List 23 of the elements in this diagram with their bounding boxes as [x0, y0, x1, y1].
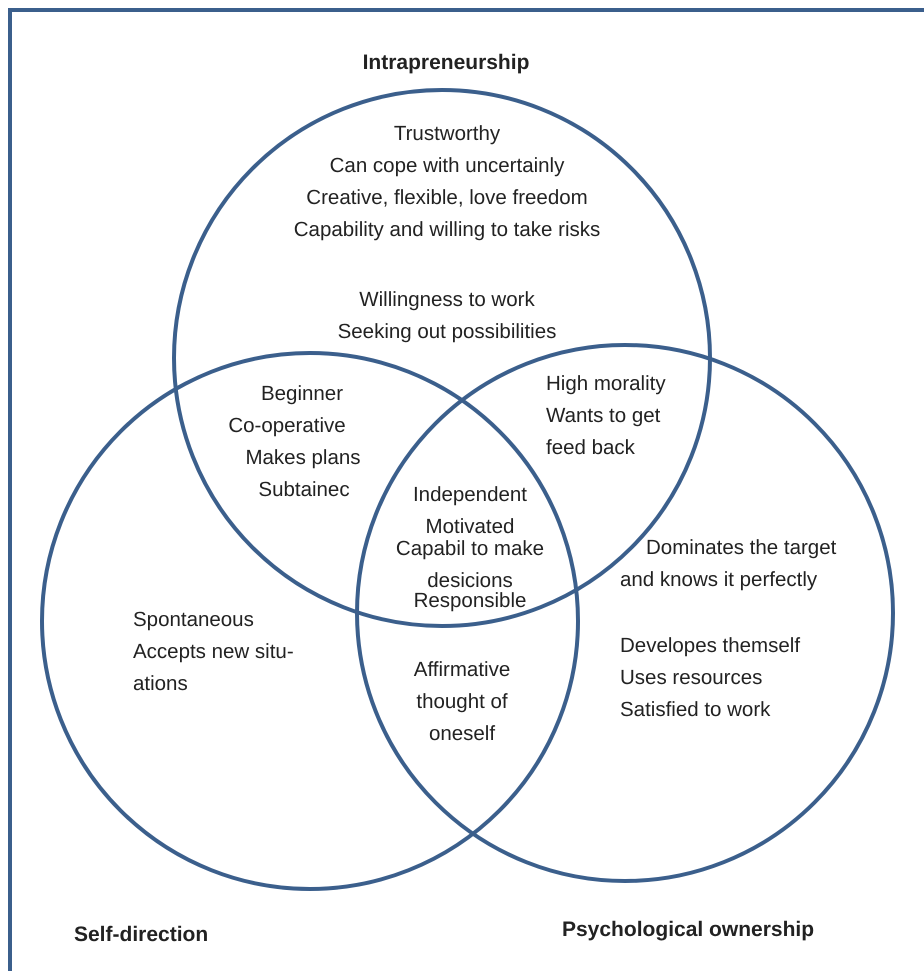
trait-text: Accepts new situ-ations	[133, 639, 295, 697]
trait-text: Wants to get feed back	[546, 403, 662, 461]
trait-text: Makes plans	[244, 445, 362, 471]
trait-text: Satisfied to work	[620, 697, 772, 723]
trait-text: High morality	[546, 371, 667, 397]
trait-text: Dominates the target and knows it perfectly	[620, 535, 838, 593]
set-heading: Self-direction	[74, 922, 208, 948]
trait-text: Trustworthy	[392, 121, 502, 147]
trait-text: Subtainec	[257, 477, 351, 503]
trait-text: Affirmative thought of oneself	[412, 657, 512, 747]
trait-text: Uses resources	[620, 665, 764, 691]
trait-text: Creative, flexible, love freedom	[305, 185, 589, 211]
trait-text: Can cope with uncertainly	[328, 153, 566, 179]
trait-text: Willingness to work	[358, 287, 536, 313]
set-heading: Intrapreneurship	[362, 50, 530, 76]
trait-text: Seeking out possibilities	[336, 319, 558, 345]
trait-text: Developes themself	[620, 633, 802, 659]
set-heading: Psychological ownership	[562, 917, 814, 943]
trait-text: Capability and willing to take risks	[292, 217, 602, 243]
trait-text: Independent	[412, 482, 528, 508]
trait-text: Co-operative	[227, 413, 347, 439]
trait-text: Spontaneous	[133, 607, 255, 633]
trait-text: Beginner	[260, 381, 344, 407]
